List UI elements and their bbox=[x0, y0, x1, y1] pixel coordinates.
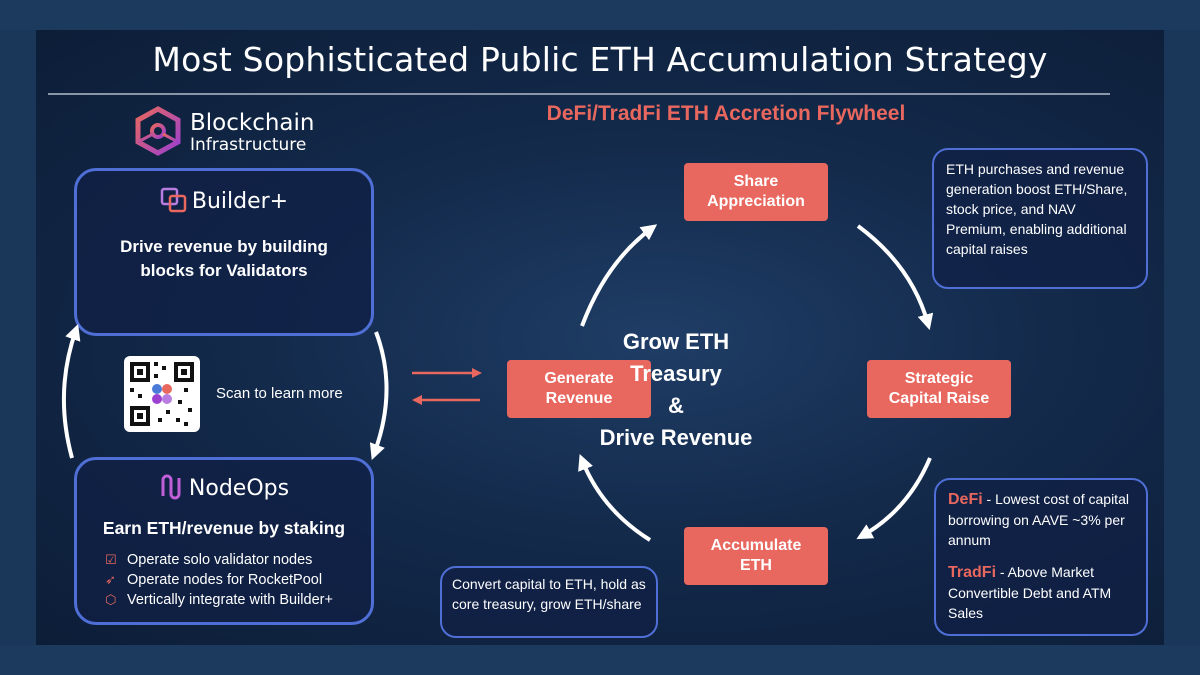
info-box-accumulate: Convert capital to ETH, hold as core tre… bbox=[440, 566, 658, 638]
list-item-text: Operate solo validator nodes bbox=[127, 552, 313, 568]
defi-text: - Lowest cost of capital borrowing on AA… bbox=[948, 491, 1129, 548]
builder-desc-line1: Drive revenue by building bbox=[120, 237, 328, 256]
slide-title: Most Sophisticated Public ETH Accumulati… bbox=[152, 40, 1048, 79]
node-text: Accumulate bbox=[710, 537, 802, 554]
checkbox-icon: ☑ bbox=[105, 552, 117, 567]
nodeops-logo-icon bbox=[161, 474, 181, 500]
flywheel-subtitle: DeFi/TradFi ETH Accretion Flywheel bbox=[546, 102, 906, 125]
center-line: Grow ETH bbox=[622, 329, 730, 354]
qr-code[interactable] bbox=[124, 356, 200, 432]
arrow-nodeops-to-builder bbox=[61, 323, 81, 459]
builder-desc-line2: blocks for Validators bbox=[140, 261, 308, 280]
arrow-generate-to-share bbox=[580, 224, 658, 327]
node-text: Appreciation bbox=[707, 193, 805, 210]
logo-line2: Infrastructure bbox=[190, 135, 307, 155]
logo-line1: Blockchain bbox=[190, 110, 315, 136]
nodeops-description: Earn ETH/revenue by staking bbox=[102, 518, 346, 538]
qr-label: Scan to learn more bbox=[216, 385, 343, 402]
center-line: & bbox=[668, 393, 684, 418]
top-bar bbox=[0, 0, 1200, 30]
node-text: ETH bbox=[739, 557, 772, 574]
center-line: Treasury bbox=[630, 361, 722, 386]
node-text: Strategic bbox=[904, 370, 974, 387]
list-item: ➶ Operate nodes for RocketPool bbox=[105, 570, 333, 590]
tradfi-note: TradFi - Above Market Convertible Debt a… bbox=[948, 562, 1134, 623]
nodeops-brand-text: NodeOps bbox=[188, 476, 290, 501]
title-divider bbox=[48, 93, 1110, 95]
nodeops-list: ☑ Operate solo validator nodes ➶ Operate n… bbox=[105, 550, 333, 610]
list-item: ☑ Operate solo validator nodes bbox=[105, 550, 333, 570]
node-text: Revenue bbox=[545, 390, 613, 407]
node-text: Capital Raise bbox=[888, 390, 990, 407]
list-item-text: Operate nodes for RocketPool bbox=[127, 572, 323, 588]
blockchain-infrastructure-logo: Blockchain Infrastructure bbox=[134, 106, 324, 156]
builder-logo-icon bbox=[160, 187, 187, 213]
nodeops-card: NodeOps Earn ETH/revenue by staking ☑ Ope… bbox=[74, 457, 374, 625]
info-box-share: ETH purchases and revenue generation boo… bbox=[932, 148, 1148, 289]
center-line: Drive Revenue bbox=[599, 425, 753, 450]
tradfi-label: TradFi bbox=[948, 564, 997, 581]
list-item-text: Vertically integrate with Builder+ bbox=[127, 592, 333, 608]
qr-code-icon bbox=[130, 362, 194, 426]
info-box-capital: DeFi - Lowest cost of capital borrowing … bbox=[934, 478, 1148, 636]
arrow-builder-to-nodeops bbox=[369, 331, 389, 460]
bottom-bar bbox=[0, 645, 1200, 675]
cube-icon: ⬡ bbox=[105, 592, 117, 607]
slide: Most Sophisticated Public ETH Accumulati… bbox=[36, 30, 1164, 645]
flow-arrows bbox=[61, 224, 934, 542]
node-text: Share bbox=[733, 173, 779, 190]
arrow-strategic-to-accumulate bbox=[856, 457, 932, 540]
builder-brand: Builder+ bbox=[77, 187, 371, 214]
flywheel-center-text: Grow ETH Treasury & Drive Revenue bbox=[576, 326, 776, 454]
arrow-share-to-strategic bbox=[856, 224, 934, 331]
tradfi-text: - Above Market Convertible Debt and ATM … bbox=[948, 564, 1112, 621]
defi-label: DeFi bbox=[948, 491, 983, 508]
arrow-accumulate-to-generate bbox=[578, 454, 652, 542]
rocket-icon: ➶ bbox=[105, 572, 116, 587]
node-text: Generate bbox=[544, 370, 614, 387]
builder-description: Drive revenue by building blocks for Val… bbox=[77, 235, 371, 283]
list-item: ⬡ Vertically integrate with Builder+ bbox=[105, 590, 333, 610]
defi-note: DeFi - Lowest cost of capital borrowing … bbox=[948, 489, 1134, 550]
builder-brand-text: Builder+ bbox=[191, 189, 289, 214]
builder-card: Builder+ Drive revenue by building block… bbox=[74, 168, 374, 336]
hexagon-logo-icon bbox=[135, 106, 181, 156]
nodeops-brand: NodeOps bbox=[77, 474, 371, 501]
